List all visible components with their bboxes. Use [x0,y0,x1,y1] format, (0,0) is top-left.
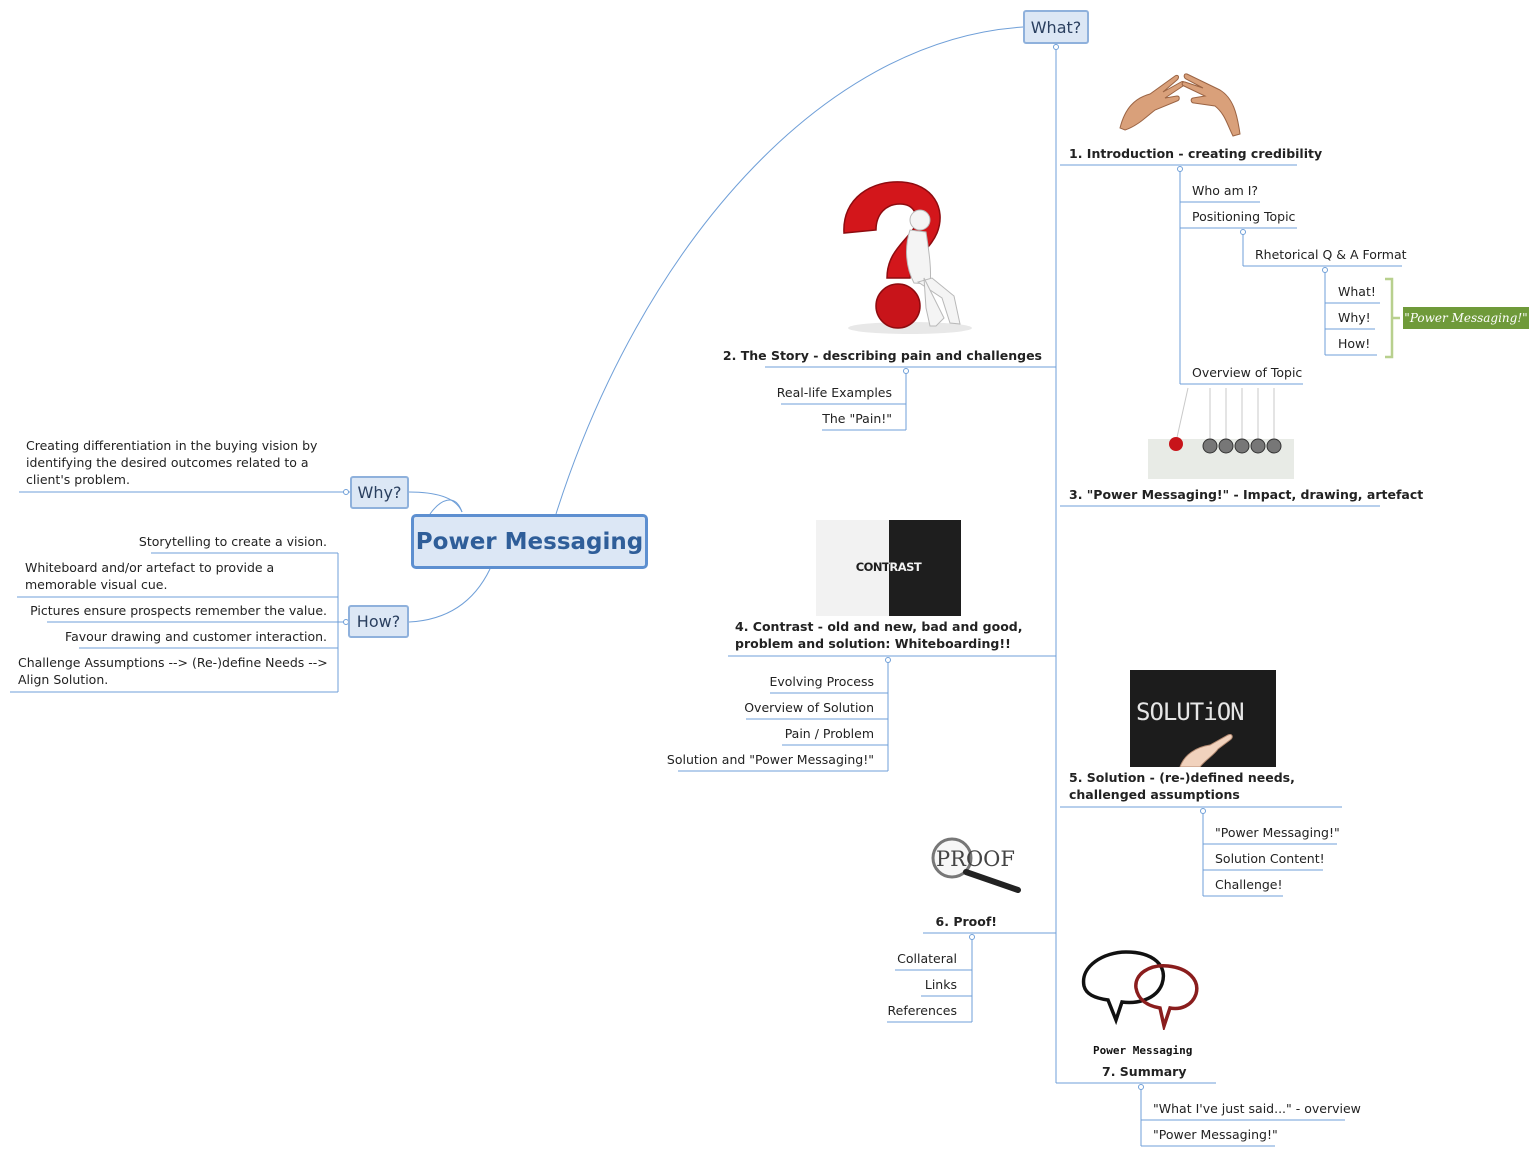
power-messaging-logo-text: Power Messaging [1093,1044,1193,1057]
section-1-title[interactable]: 1. Introduction - creating credibility [1069,146,1323,161]
section-4-item[interactable]: Solution and "Power Messaging!" [666,752,874,767]
how-item[interactable]: Challenge Assumptions --> (Re-)define Ne… [18,655,328,687]
how-item[interactable]: Storytelling to create a vision. [138,534,327,549]
solution-chalkboard-icon: SOLUTiON [1130,670,1276,767]
how-item[interactable]: Favour drawing and customer interaction. [65,629,327,644]
section-5-item[interactable]: Challenge! [1215,877,1283,892]
section-5-item[interactable]: "Power Messaging!" [1215,825,1340,840]
proof-text: PROOF [936,847,1015,871]
section-1-item[interactable]: Rhetorical Q & A Format [1255,247,1407,262]
how-topic[interactable]: How? [348,605,409,638]
question-mark-person-icon [843,181,972,334]
power-messaging-callout[interactable]: "Power Messaging!" [1403,307,1529,329]
section-4-item[interactable]: Overview of Solution [744,700,874,715]
section-6-title[interactable]: 6. Proof! [935,914,997,929]
section-3-title[interactable]: 3. "Power Messaging!" - Impact, drawing,… [1069,487,1424,502]
section-4-title[interactable]: 4. Contrast - old and new, bad and good,… [735,619,1023,651]
speech-bubbles-icon [1081,950,1199,1030]
section-7-item[interactable]: "Power Messaging!" [1153,1127,1278,1142]
section-2-title[interactable]: 2. The Story - describing pain and chall… [722,348,1042,363]
section-1-item[interactable]: Positioning Topic [1192,209,1296,224]
section-1-item[interactable]: Who am I? [1192,183,1259,198]
section-1-item[interactable]: Why! [1338,310,1371,325]
how-item[interactable]: Pictures ensure prospects remember the v… [30,603,327,618]
section-4-item[interactable]: Pain / Problem [784,726,874,741]
section-1-item[interactable]: How! [1338,336,1371,351]
what-topic[interactable]: What? [1023,10,1089,44]
how-item[interactable]: Whiteboard and/or artefact to provide a … [25,560,275,592]
section-7-title[interactable]: 7. Summary [1102,1064,1187,1079]
section-4-item[interactable]: Evolving Process [769,674,874,689]
section-2-item[interactable]: Real-life Examples [776,385,892,400]
section-6-item[interactable]: Collateral [897,951,957,966]
section-2-item[interactable]: The "Pain!" [822,411,892,426]
contrast-icon: CONTRAST [816,520,961,616]
solution-text: SOLUTiON [1136,698,1245,726]
hand-chalk-icon [1179,734,1233,767]
central-topic[interactable]: Power Messaging [411,514,648,569]
reaching-hands-icon [1119,73,1241,137]
magnifier-icon: PROOF [931,837,1021,893]
section-6-item[interactable]: Links [924,977,957,992]
why-topic[interactable]: Why? [350,476,409,509]
section-1-item[interactable]: What! [1338,284,1376,299]
section-5-item[interactable]: Solution Content! [1215,851,1325,866]
section-5-title[interactable]: 5. Solution - (re-)defined needs, challe… [1069,770,1295,802]
section-1-item[interactable]: Overview of Topic [1192,365,1303,380]
section-6-item[interactable]: References [887,1003,957,1018]
why-item[interactable]: Creating differentiation in the buying v… [26,438,318,487]
contrast-text: CONTRAST [816,560,961,574]
newtons-cradle-icon [1148,387,1294,479]
section-7-item[interactable]: "What I've just said..." - overview [1153,1101,1361,1116]
